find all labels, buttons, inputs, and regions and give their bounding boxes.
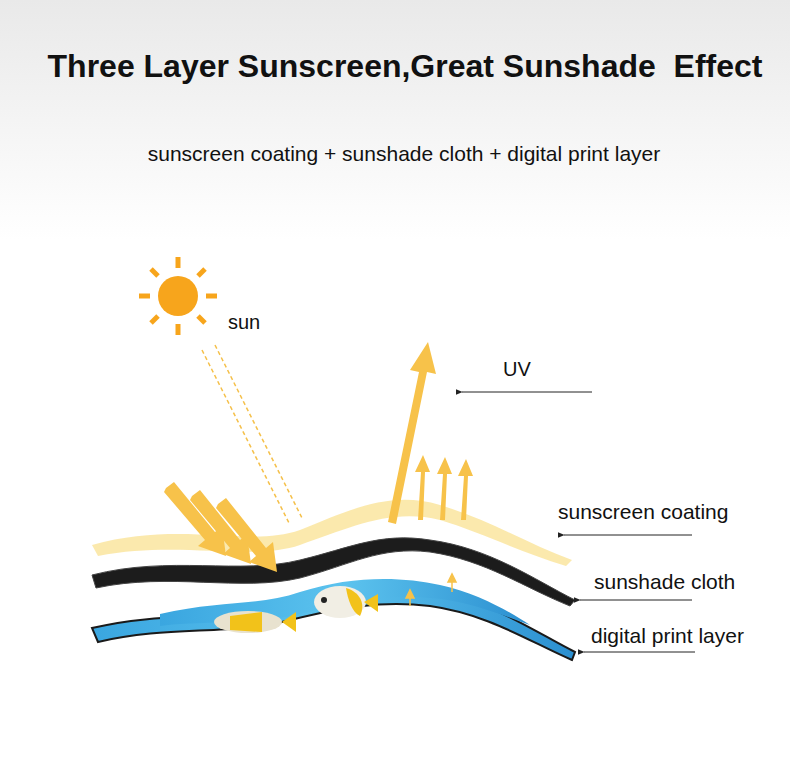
sun-label: sun [228, 311, 260, 334]
layer-label: digital print layer [591, 624, 744, 648]
reflected-uv-arrow [388, 342, 473, 524]
layer-label: sunshade cloth [594, 570, 735, 594]
sun-icon [139, 257, 217, 335]
fish-picture [214, 586, 378, 633]
sun-ray [202, 345, 303, 525]
through-arrow [406, 574, 456, 606]
uv-label: UV [503, 358, 531, 381]
diagram-title: Three Layer Sunscreen,Great Sunshade Eff… [48, 48, 763, 85]
layer-label: sunscreen coating [558, 500, 728, 524]
incoming-sunlight-arrow [164, 482, 277, 572]
subtitle: sunscreen coating + sunshade cloth + dig… [148, 142, 660, 166]
background-fade [0, 0, 790, 240]
